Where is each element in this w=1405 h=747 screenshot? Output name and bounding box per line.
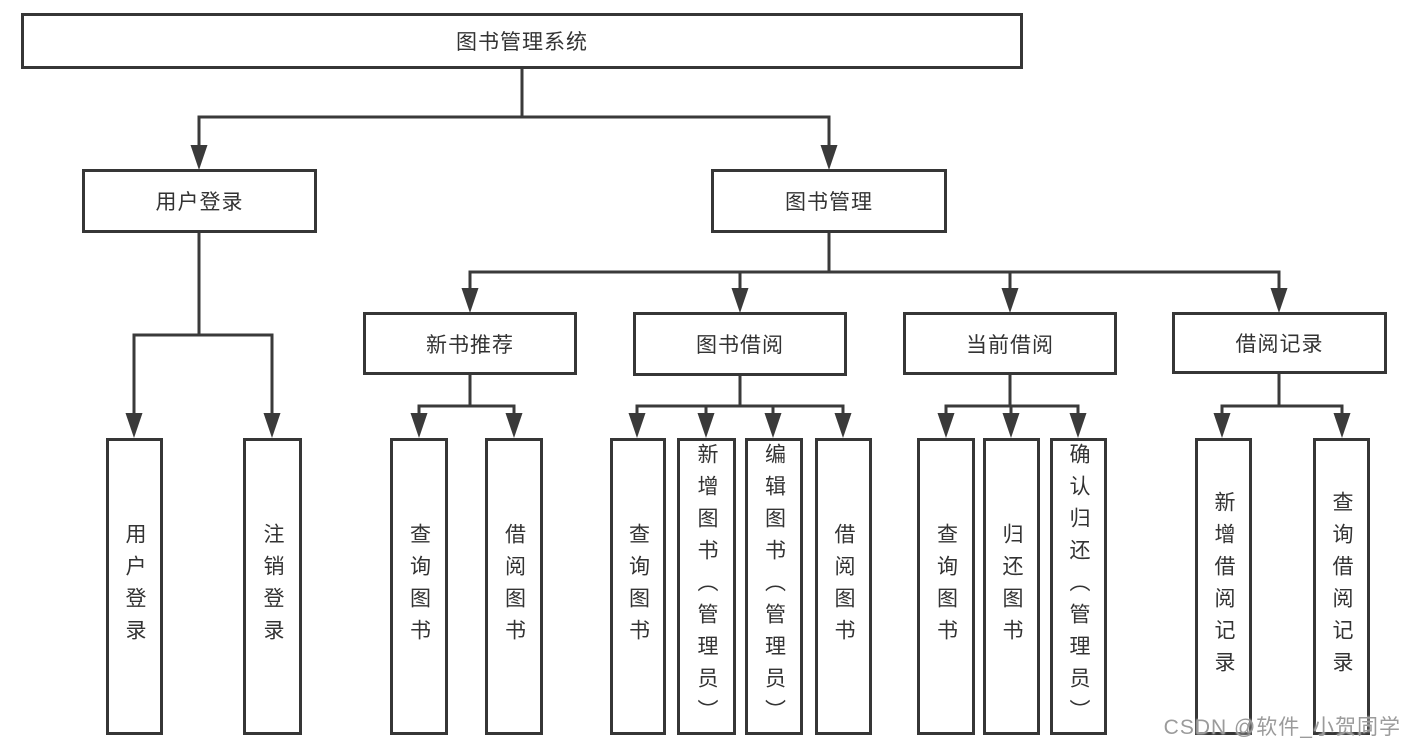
node-book-management: 图书管理 — [711, 169, 947, 233]
node-root-library-system: 图书管理系统 — [21, 13, 1023, 69]
node-label: 新增借阅记录 — [1212, 490, 1235, 683]
arrowhead — [628, 413, 646, 438]
arrowhead — [505, 413, 523, 438]
connector-borrow-record-to-leaves — [1220, 374, 1344, 419]
arrowheads — [125, 145, 1351, 438]
leaf-query-books: 查询图书 — [390, 438, 448, 735]
leaf-return-books: 归还图书 — [983, 438, 1040, 735]
arrowhead — [1001, 288, 1019, 313]
arrowhead — [461, 288, 479, 313]
arrowhead — [1069, 413, 1087, 438]
node-label: 归还图书 — [1000, 522, 1023, 651]
node-label: 借阅图书 — [502, 522, 526, 651]
arrowhead — [1002, 413, 1020, 438]
node-label: 借阅记录 — [1235, 333, 1324, 356]
node-new-book-recommend: 新书推荐 — [363, 312, 577, 375]
arrowhead — [1333, 413, 1351, 438]
arrowhead — [764, 413, 782, 438]
leaf-borrow-books: 借阅图书 — [485, 438, 543, 735]
connector-book-borrow-to-leaves — [635, 376, 845, 419]
node-label: 当前借阅 — [966, 333, 1054, 357]
arrowhead — [834, 413, 852, 438]
leaf-add-books-admin: 新增图书（管理员） — [677, 438, 736, 735]
connector-root-to-level1 — [197, 69, 831, 150]
node-label: 图书管理系统 — [456, 31, 588, 54]
node-label: 图书借阅 — [696, 334, 784, 357]
node-label: 借阅图书 — [832, 522, 855, 651]
arrowhead — [263, 413, 281, 438]
arrowhead — [410, 413, 428, 438]
connector-user-login-to-leaves — [132, 233, 274, 418]
node-label: 新增图书（管理员） — [695, 442, 718, 731]
node-label: 查询借阅记录 — [1330, 490, 1353, 683]
node-label: 图书管理 — [785, 191, 873, 214]
node-label: 用户登录 — [155, 191, 244, 214]
node-label: 查询图书 — [934, 522, 958, 651]
leaf-edit-books-admin: 编辑图书（管理员） — [745, 438, 803, 735]
node-book-borrow: 图书借阅 — [633, 312, 847, 376]
arrowhead — [937, 413, 955, 438]
leaf-borrow-books: 借阅图书 — [815, 438, 872, 735]
node-borrow-record: 借阅记录 — [1172, 312, 1387, 374]
node-label: 注销登录 — [261, 522, 284, 651]
arrowhead — [1213, 413, 1231, 438]
node-label: 查询图书 — [407, 522, 431, 651]
leaf-logout: 注销登录 — [243, 438, 302, 735]
connector-book-mgmt-to-groups — [468, 233, 1281, 294]
csdn-watermark: CSDN @软件_小贺同学 — [1163, 716, 1401, 739]
leaf-add-borrow-record: 新增借阅记录 — [1195, 438, 1252, 735]
arrowhead — [731, 288, 749, 313]
node-user-login: 用户登录 — [82, 169, 317, 233]
arrowhead — [697, 413, 715, 438]
node-label: 确认归还（管理员） — [1067, 442, 1090, 731]
arrowhead — [1270, 288, 1288, 313]
node-current-borrow: 当前借阅 — [903, 312, 1117, 375]
connector-current-borrow-to-leaves — [944, 375, 1080, 419]
node-label: 新书推荐 — [426, 333, 514, 357]
leaf-query-books: 查询图书 — [917, 438, 975, 735]
arrowhead — [190, 145, 208, 170]
leaf-user-login: 用户登录 — [106, 438, 163, 735]
node-label: 用户登录 — [123, 522, 146, 651]
leaf-query-borrow-record: 查询借阅记录 — [1313, 438, 1370, 735]
node-label: 编辑图书（管理员） — [762, 442, 786, 731]
arrowhead — [125, 413, 143, 438]
leaf-confirm-return-admin: 确认归还（管理员） — [1050, 438, 1107, 735]
node-label: 查询图书 — [626, 522, 650, 651]
connector-new-book-rec-to-leaves — [417, 375, 516, 419]
leaf-query-books: 查询图书 — [610, 438, 666, 735]
arrowhead — [820, 145, 838, 170]
